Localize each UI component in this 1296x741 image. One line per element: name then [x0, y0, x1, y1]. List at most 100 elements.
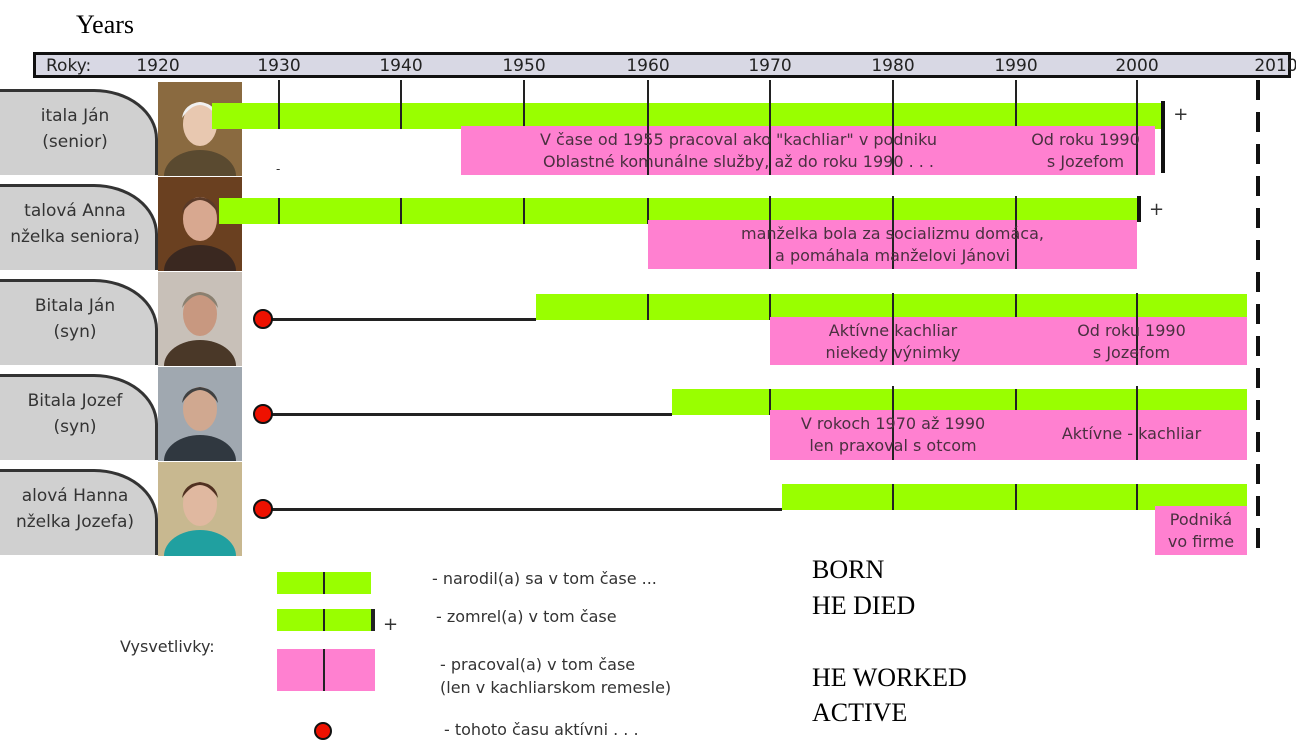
bar-tick-1940 [400, 198, 402, 224]
work-text-line2: vo firme [1167, 532, 1235, 551]
death-plus: + [1173, 104, 1189, 125]
work-tick-2000 [1136, 293, 1138, 365]
work-bar [1016, 293, 1247, 365]
english-born: BORN [812, 555, 885, 584]
axis-tick-1960: 1960 [626, 56, 670, 76]
work-text-line1: V čase od 1955 pracoval ako "kachliar" v… [540, 130, 937, 149]
childhood-line [262, 508, 783, 511]
person-tab [0, 374, 158, 460]
death-marker [1161, 101, 1166, 173]
person-name-line2: nželka seniora) [10, 227, 140, 247]
work-text: Podniká vo firme [1155, 509, 1247, 553]
legend-died-plus: + [383, 614, 399, 635]
work-bar [648, 196, 1137, 269]
person-tab [0, 89, 158, 175]
person-photo [158, 272, 242, 366]
lifetime-bar [212, 103, 1162, 129]
bar-tick-1990 [1015, 103, 1017, 129]
legend-died-swatch [277, 609, 375, 631]
work-text: V čase od 1955 pracoval ako "kachliar" v… [461, 129, 1016, 173]
bar-tick-1930 [278, 103, 280, 129]
person-name-line2: (senior) [42, 132, 108, 152]
active-dot [253, 499, 273, 519]
work-tick-1970 [769, 196, 771, 269]
work-bar [461, 126, 1016, 175]
axis-tick-1920: 1920 [136, 56, 180, 76]
person-photo [158, 367, 242, 461]
axis-tick-1950: 1950 [502, 56, 546, 76]
work-tick-1980 [892, 196, 894, 269]
english-worked: HE WORKED [812, 663, 967, 692]
bar-tick-1980 [892, 103, 894, 129]
person-photo [158, 177, 242, 271]
work-tick-1980 [892, 126, 894, 175]
work-bar [1016, 386, 1247, 460]
legend-born-text: - narodil(a) sa v tom čase ... [432, 569, 657, 588]
bar-tick-1990 [1014, 389, 1017, 415]
axis-tick-1980: 1980 [871, 56, 915, 76]
person-name-line2: nželka Jozefa) [15, 512, 135, 532]
active-dot [253, 309, 273, 329]
work-text-line1: Aktívne - kachliar [1061, 424, 1202, 443]
work-tick-1980 [892, 293, 894, 365]
person-tab [0, 469, 158, 555]
work-tick-1980 [892, 386, 894, 460]
legend-title: Vysvetlivky: [120, 637, 215, 656]
work-text-line1: manželka bola za socializmu domáca, [741, 224, 1044, 243]
timeline-end-marker [1256, 80, 1260, 555]
bar-tick-1940 [400, 103, 402, 129]
work-tick-1990 [1015, 196, 1017, 269]
bar-tick-1930 [278, 198, 280, 224]
work-text-line1: Podniká [1169, 510, 1233, 529]
timeline-axis [33, 52, 1291, 78]
work-text-line2: a pomáhala manželovi Jánovi [775, 246, 1010, 265]
person-name-line1: Bitala Ján [34, 296, 116, 316]
person-photo [158, 462, 242, 556]
childhood-line [262, 413, 673, 416]
work-text-line2: Oblastné komunálne služby, až do roku 19… [542, 152, 935, 171]
person-name-line1: alová Hanna [21, 486, 129, 506]
bar-tick-1950 [523, 103, 525, 129]
work-text-line1: Od roku 1990 [1031, 130, 1140, 149]
person-name-line1: talová Anna [24, 201, 126, 221]
legend-worked-text-1: - pracoval(a) v tom čase [440, 655, 636, 674]
english-active: ACTIVE [812, 698, 908, 727]
legend-worked-swatch [277, 649, 375, 691]
axis-tick-1970: 1970 [748, 56, 792, 76]
work-tick-1970 [769, 126, 771, 175]
bar-tick-2000 [1136, 103, 1138, 129]
work-text: Aktívne - kachliar [1016, 423, 1247, 445]
axis-tick-2010: 2010 [1254, 56, 1296, 76]
active-dot [253, 404, 273, 424]
person-photo [158, 82, 242, 176]
death-plus: + [1149, 199, 1165, 220]
death-marker [1137, 196, 1141, 222]
work-text-line1: V rokoch 1970 až 1990 [800, 414, 986, 433]
legend-worked-text-2: (len v kachliarskom remesle) [440, 678, 672, 697]
work-bar [770, 386, 1016, 460]
bar-tick-1960 [646, 294, 649, 320]
work-bar [770, 293, 1016, 365]
axis-tick-2000: 2000 [1115, 56, 1159, 76]
bar-tick-1960 [647, 198, 649, 224]
person-name-line2: (syn) [53, 417, 97, 437]
work-text-line1: Od roku 1990 [1077, 321, 1186, 340]
english-died: HE DIED [812, 591, 916, 620]
page-title: Years [76, 10, 135, 39]
bar-tick-1970 [768, 294, 771, 320]
work-text-line2: len praxoval s otcom [809, 436, 977, 455]
lifetime-bar [218, 198, 1137, 224]
bar-tick-2000 [1135, 484, 1138, 510]
work-bar [1016, 126, 1155, 175]
work-text-line2: s Jozefom [1046, 152, 1125, 171]
childhood-line [262, 318, 537, 321]
bar-tick-1990 [1014, 484, 1017, 510]
work-text-line2: niekedy výnimky [825, 343, 961, 362]
person-tab [0, 279, 158, 365]
lifetime-bar [782, 484, 1247, 510]
axis-tick-1930: 1930 [257, 56, 301, 76]
legend-active-text: - tohoto času aktívni . . . [444, 720, 639, 739]
work-bar [1155, 506, 1247, 555]
